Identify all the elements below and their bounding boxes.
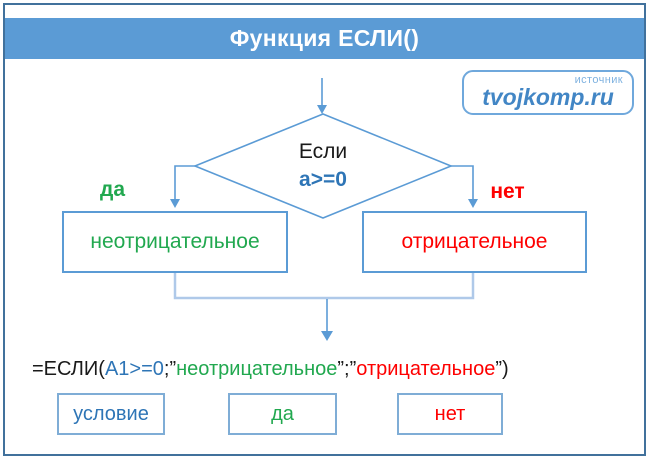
arrowhead-merge [321, 331, 333, 341]
merge-connector [173, 272, 475, 300]
decision-text: Если [298, 140, 348, 163]
header-band: Функция ЕСЛИ() [5, 18, 644, 59]
watermark-site-name: tvojkomp.ru [482, 84, 614, 110]
slide-border-frame [3, 3, 646, 456]
formula-line: =ЕСЛИ(A1>=0;”неотрицательное”;”отрицател… [32, 355, 509, 383]
connector-yes-line [174, 165, 196, 200]
result-box-nonnegative: неотрицательное [62, 211, 288, 273]
branch-label-no: нет [490, 180, 525, 203]
formula-true-value: неотрицательное [176, 358, 338, 380]
result-box-negative-label: отрицательное [401, 230, 548, 253]
arrowhead-no [468, 199, 478, 208]
formula-false-value: отрицательное [356, 358, 496, 380]
formula-separator-2: ”;” [337, 358, 357, 380]
watermark-source-label: источник [574, 74, 623, 86]
source-watermark: источник tvojkomp.ru [462, 70, 634, 115]
arrowhead-top [317, 105, 327, 114]
page-title: Функция ЕСЛИ() [229, 25, 420, 51]
connector-no-line [450, 165, 474, 200]
formula-suffix: ”) [495, 358, 509, 380]
legend-condition-label: условие [73, 402, 149, 425]
legend-box-yes: да [228, 393, 337, 435]
legend-box-condition: условие [57, 393, 165, 435]
result-box-negative: отрицательное [362, 211, 587, 273]
legend-box-no: нет [397, 393, 503, 435]
decision-condition: a>=0 [299, 168, 347, 191]
decision-diamond [192, 113, 454, 219]
legend-yes-label: да [271, 402, 294, 425]
legend-no-label: нет [434, 402, 466, 425]
result-box-nonnegative-label: неотрицательное [90, 230, 260, 253]
formula-condition: A1>=0 [104, 358, 164, 380]
branch-label-yes: да [99, 178, 125, 201]
flow-connectors [174, 78, 474, 332]
arrowheads [170, 105, 478, 341]
arrowhead-yes [170, 199, 180, 208]
formula-separator-1: ;” [163, 358, 177, 380]
formula-prefix: =ЕСЛИ( [32, 358, 105, 380]
